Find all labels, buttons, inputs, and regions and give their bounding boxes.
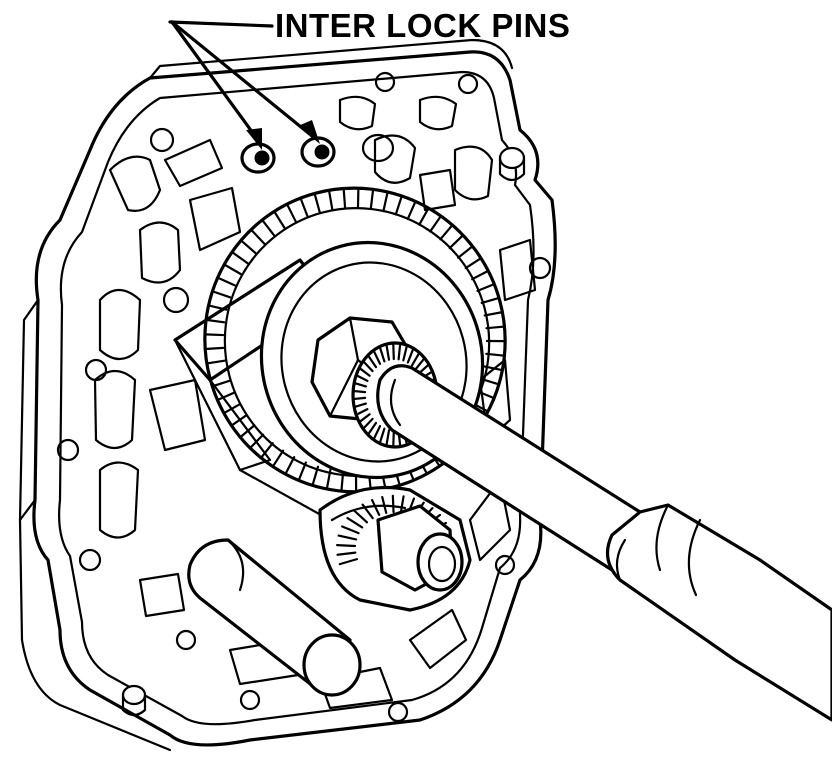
callout-label-interlock-pins: INTER LOCK PINS bbox=[275, 7, 571, 44]
holding-tool bbox=[376, 364, 832, 722]
interlock-pin-holes bbox=[240, 133, 395, 174]
dowel-pin-upper bbox=[498, 146, 526, 182]
bolt-holes bbox=[56, 71, 552, 723]
lower-nut bbox=[376, 504, 464, 592]
gear-teeth bbox=[204, 188, 507, 492]
rail-pin bbox=[187, 538, 362, 697]
dowel-pin-lower bbox=[121, 684, 147, 717]
casting-pockets bbox=[93, 95, 537, 710]
callout-arrows bbox=[168, 20, 320, 150]
